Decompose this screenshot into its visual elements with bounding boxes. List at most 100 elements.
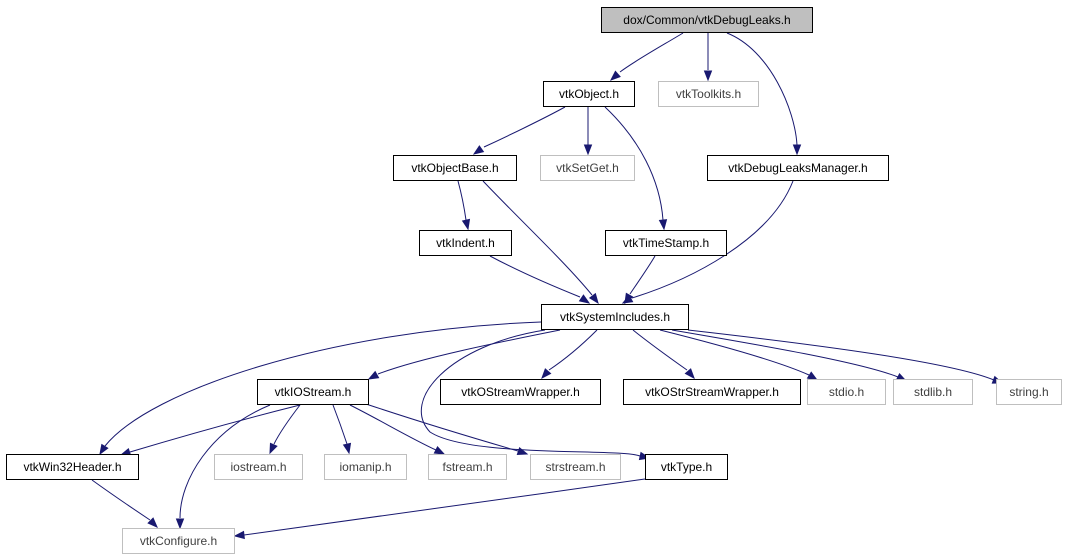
node-label: vtkIOStream.h xyxy=(275,385,352,399)
edge-root-to-vtkObject xyxy=(609,32,684,81)
node-label: iomanip.h xyxy=(339,460,391,474)
edge-root-to-vtkDebugLeaksManager xyxy=(726,32,802,156)
node-label: stdlib.h xyxy=(914,385,952,399)
edge-line xyxy=(349,404,437,451)
node-vtkOStreamWrapper[interactable]: vtkOStreamWrapper.h xyxy=(440,379,601,405)
node-box xyxy=(393,155,517,181)
node-box xyxy=(623,379,801,405)
node-box xyxy=(530,454,621,480)
node-stdlib: stdlib.h xyxy=(893,379,973,405)
edge-vtkSystemIncludes-to-vtkWin32Header xyxy=(99,321,542,456)
node-box xyxy=(257,379,369,405)
node-box xyxy=(324,454,407,480)
edge-vtkSystemIncludes-to-vtkOStreamWrapper xyxy=(541,329,598,380)
edge-vtkIOStream-to-strstream xyxy=(365,403,529,456)
node-label: dox/Common/vtkDebugLeaks.h xyxy=(623,13,790,27)
node-box xyxy=(601,7,813,33)
arrowhead xyxy=(233,530,245,540)
edge-line xyxy=(482,180,593,296)
node-vtkSystemIncludes[interactable]: vtkSystemIncludes.h xyxy=(541,304,689,330)
edge-line xyxy=(604,106,664,221)
edge-vtkSystemIncludes-to-vtkOStrStreamWrapper xyxy=(632,329,695,380)
node-label: strstream.h xyxy=(545,460,605,474)
node-vtkWin32Header[interactable]: vtkWin32Header.h xyxy=(6,454,139,480)
node-strstream: strstream.h xyxy=(530,454,621,480)
node-vtkToolkits: vtkToolkits.h xyxy=(658,81,759,107)
edge-vtkSystemIncludes-to-stdio xyxy=(659,329,819,381)
edge-line xyxy=(619,32,684,73)
arrowhead xyxy=(541,368,552,380)
edge-vtkIOStream-to-iomanip xyxy=(332,404,352,455)
arrowhead xyxy=(147,517,158,528)
edge-line xyxy=(489,255,581,298)
node-box xyxy=(543,81,635,107)
node-label: vtkSetGet.h xyxy=(556,161,619,175)
node-label: vtkObjectBase.h xyxy=(411,161,498,175)
node-box xyxy=(807,379,886,405)
arrowhead xyxy=(175,518,185,530)
node-vtkDebugLeaksManager[interactable]: vtkDebugLeaksManager.h xyxy=(707,155,889,181)
node-label: vtkTimeStamp.h xyxy=(623,236,709,250)
edge-vtkObjectBase-to-vtkIndent xyxy=(457,180,471,231)
node-label: vtkType.h xyxy=(661,460,712,474)
edge-vtkSystemIncludes-to-string xyxy=(687,329,1004,384)
edge-line xyxy=(632,329,688,371)
node-box xyxy=(893,379,973,405)
node-label: vtkOStrStreamWrapper.h xyxy=(645,385,779,399)
arrowhead xyxy=(806,371,819,381)
node-label: fstream.h xyxy=(442,460,492,474)
node-box xyxy=(707,155,889,181)
node-box xyxy=(645,454,728,480)
edge-line xyxy=(457,180,467,221)
edge-line xyxy=(365,403,519,452)
arrowhead xyxy=(367,370,380,380)
edge-line xyxy=(671,329,899,378)
arrowhead xyxy=(578,294,591,304)
node-label: stdio.h xyxy=(829,385,864,399)
node-stdio: stdio.h xyxy=(807,379,886,405)
node-vtkConfigure: vtkConfigure.h xyxy=(122,528,235,554)
node-vtkObject[interactable]: vtkObject.h xyxy=(543,81,635,107)
edge-line xyxy=(687,329,995,381)
edge-line xyxy=(548,329,598,371)
node-vtkIOStream[interactable]: vtkIOStream.h xyxy=(257,379,369,405)
edge-vtkObject-to-vtkSetGet xyxy=(583,106,593,156)
edge-vtkObject-to-vtkObjectBase xyxy=(472,106,566,155)
node-root[interactable]: dox/Common/vtkDebugLeaks.h xyxy=(601,7,813,33)
node-vtkTimeStamp[interactable]: vtkTimeStamp.h xyxy=(605,230,727,256)
node-box xyxy=(6,454,139,480)
node-vtkSetGet: vtkSetGet.h xyxy=(540,155,635,181)
node-iomanip: iomanip.h xyxy=(324,454,407,480)
node-label: vtkIndent.h xyxy=(436,236,495,250)
node-label: vtkDebugLeaksManager.h xyxy=(728,161,867,175)
node-label: vtkConfigure.h xyxy=(140,534,217,548)
edge-line xyxy=(332,404,348,445)
node-vtkObjectBase[interactable]: vtkObjectBase.h xyxy=(393,155,517,181)
node-vtkIndent[interactable]: vtkIndent.h xyxy=(419,230,512,256)
node-box xyxy=(440,379,601,405)
arrowhead xyxy=(342,442,352,455)
node-box xyxy=(214,454,303,480)
edge-vtkObjectBase-to-vtkSystemIncludes xyxy=(482,180,599,305)
node-vtkType[interactable]: vtkType.h xyxy=(645,454,728,480)
arrowhead xyxy=(433,445,446,455)
edge-vtkSystemIncludes-to-stdlib xyxy=(671,329,908,382)
node-box xyxy=(605,230,727,256)
arrowhead xyxy=(621,294,634,304)
node-vtkOStrStreamWrapper[interactable]: vtkOStrStreamWrapper.h xyxy=(623,379,801,405)
arrowhead xyxy=(472,145,485,155)
node-label: vtkObject.h xyxy=(559,87,619,101)
edge-line xyxy=(629,255,656,295)
node-box xyxy=(122,528,235,554)
edge-line xyxy=(91,479,151,521)
edge-vtkIndent-to-vtkSystemIncludes xyxy=(489,255,591,304)
edge-line xyxy=(179,404,271,519)
node-box xyxy=(541,304,689,330)
edge-vtkIOStream-to-iostream xyxy=(269,404,301,455)
node-string: string.h xyxy=(996,379,1062,405)
node-label: string.h xyxy=(1009,385,1048,399)
edge-vtkObject-to-vtkTimeStamp xyxy=(604,106,668,231)
node-label: vtkOStreamWrapper.h xyxy=(461,385,580,399)
arrowhead xyxy=(461,218,471,231)
